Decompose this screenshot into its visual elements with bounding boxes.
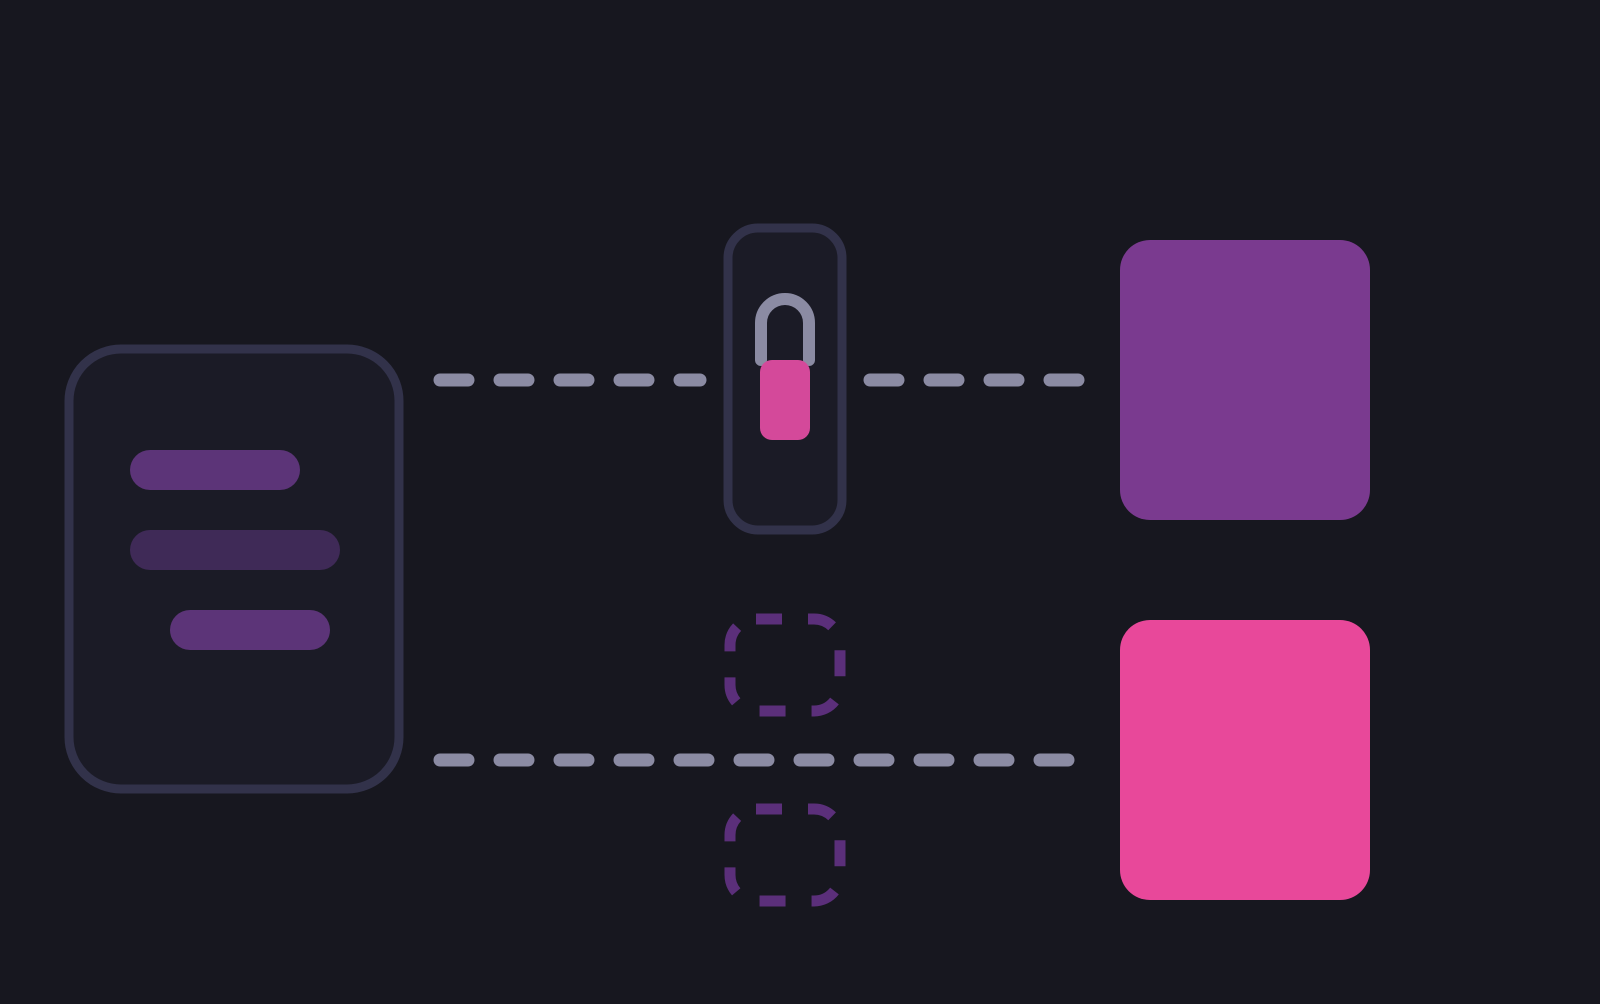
document-icon xyxy=(64,344,404,794)
lock-icon xyxy=(755,293,815,440)
lock-body xyxy=(760,360,810,440)
destination-block-pink xyxy=(1120,620,1370,900)
placeholder-slot-top xyxy=(724,613,846,717)
lock-shackle xyxy=(755,293,815,366)
placeholder-slot-bottom xyxy=(724,803,846,907)
destination-block-purple xyxy=(1120,240,1370,520)
document-line-1 xyxy=(130,450,300,490)
lock-gate xyxy=(723,223,847,535)
document-line-2 xyxy=(130,530,340,570)
document-line-3 xyxy=(170,610,330,650)
